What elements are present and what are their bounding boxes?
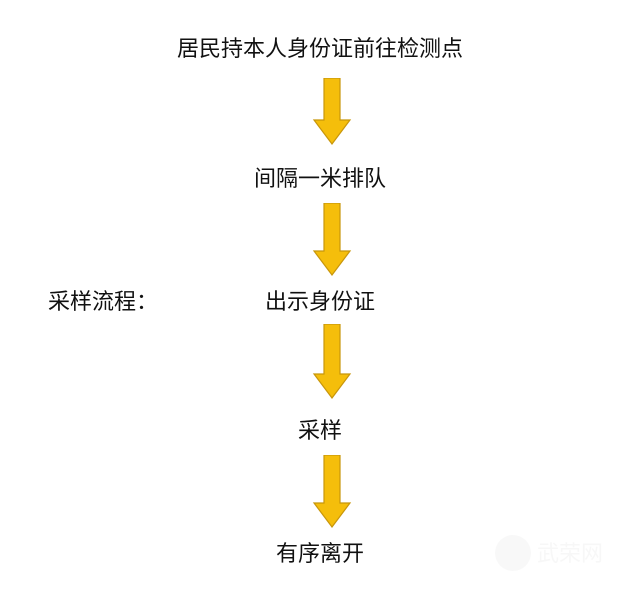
arrow-down-icon [312, 324, 352, 399]
step-1: 居民持本人身份证前往检测点 [176, 37, 463, 62]
process-label: 采样流程： [48, 290, 159, 315]
step-3: 出示身份证 [264, 290, 375, 315]
arrow-down-icon [312, 78, 352, 145]
step-4: 采样 [297, 419, 342, 444]
arrow-down-icon [312, 455, 352, 528]
step-2: 间隔一米排队 [253, 167, 386, 192]
step-5: 有序离开 [275, 542, 364, 567]
svg-text:武荣网: 武荣网 [537, 542, 603, 567]
arrow-down-icon [312, 203, 352, 276]
watermark-logo: 武荣网 [495, 535, 603, 571]
